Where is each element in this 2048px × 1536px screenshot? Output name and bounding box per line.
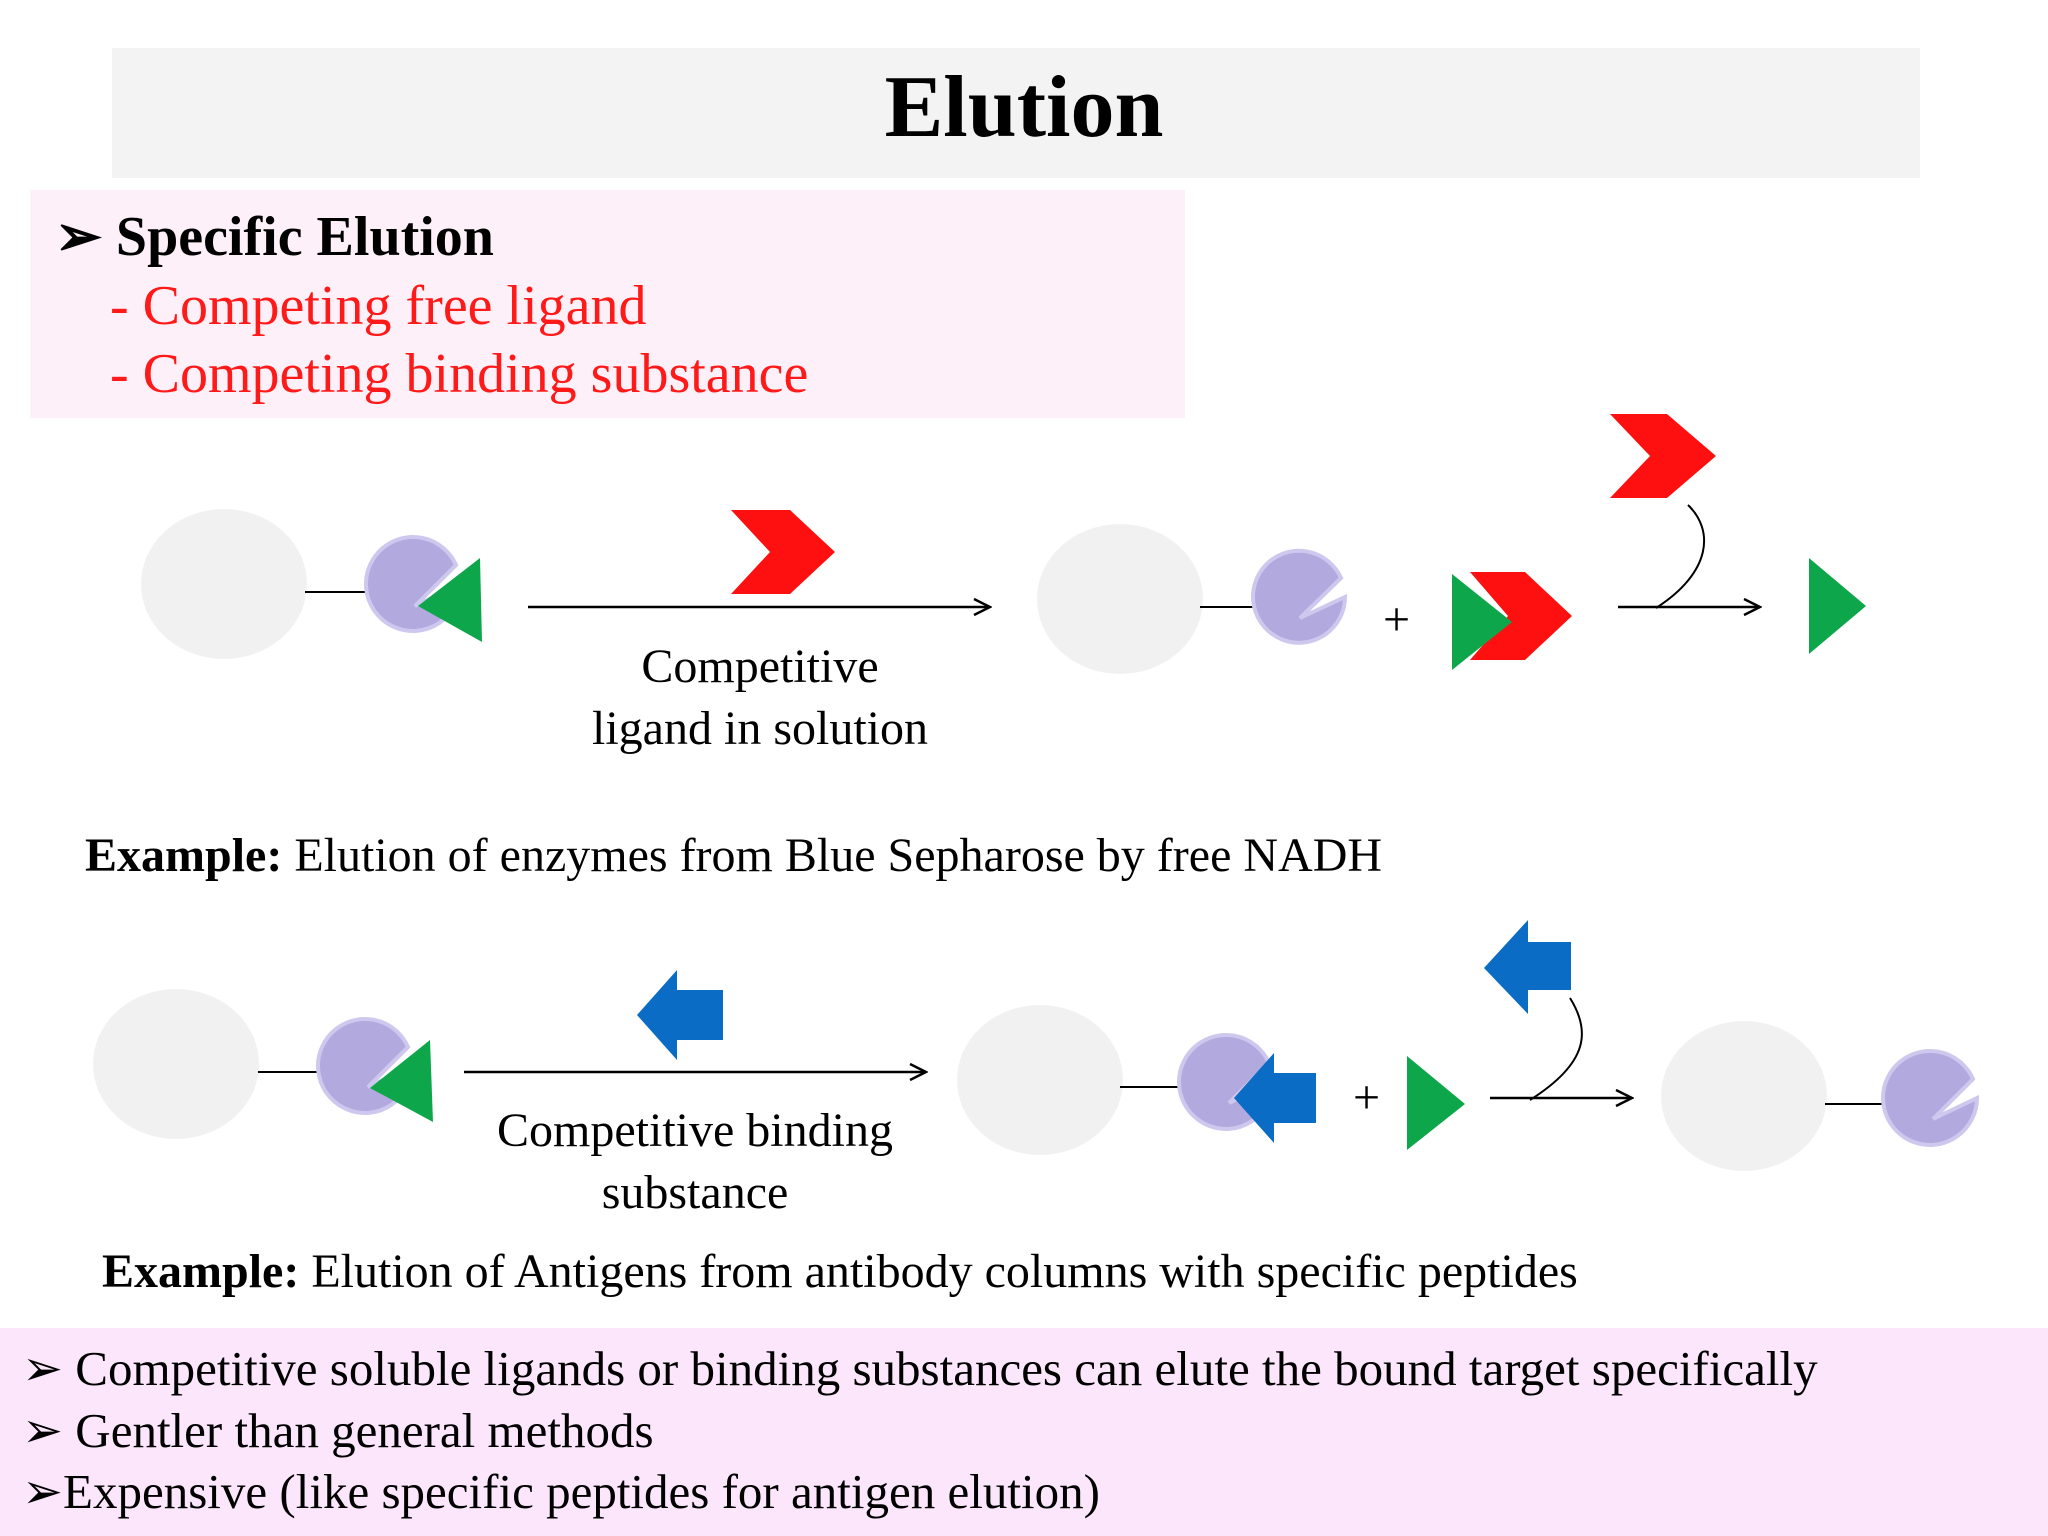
diagram1-caption: Competitive ligand in solution bbox=[520, 636, 1000, 760]
specific-elution-heading: ➢ Specific Elution bbox=[55, 204, 494, 269]
caption-line: Competitive bbox=[641, 640, 879, 693]
enzyme-pacman bbox=[1251, 548, 1348, 645]
example-text: Elution of Antigens from antibody column… bbox=[299, 1245, 1578, 1298]
bead bbox=[1661, 1021, 1827, 1171]
green-ligand-triangle bbox=[1809, 558, 1866, 654]
blue-competitor-arrow bbox=[637, 970, 723, 1060]
green-ligand-triangle bbox=[1407, 1056, 1465, 1150]
summary-bullet: ➢Expensive (like specific peptides for a… bbox=[22, 1464, 1100, 1519]
example-label: Example: bbox=[85, 829, 283, 882]
red-competitor-chevron bbox=[1470, 572, 1572, 660]
summary-bullet: ➢ Competitive soluble ligands or binding… bbox=[22, 1341, 1818, 1396]
green-ligand-triangle bbox=[370, 1040, 433, 1122]
red-competitor-chevron bbox=[731, 510, 835, 594]
title-bar bbox=[112, 48, 1920, 178]
example-2: Example: Elution of Antigens from antibo… bbox=[102, 1244, 1578, 1299]
plus-sign: + bbox=[1383, 593, 1411, 646]
specific-elution-box bbox=[30, 190, 1185, 418]
caption-line: substance bbox=[601, 1166, 789, 1219]
page-title: Elution bbox=[884, 59, 1164, 156]
green-ligand-triangle bbox=[1452, 574, 1512, 670]
diagram1 bbox=[141, 414, 1866, 674]
example-label: Example: bbox=[102, 1245, 300, 1298]
bead bbox=[957, 1005, 1123, 1155]
bead bbox=[141, 509, 307, 659]
diagram2-caption: Competitive binding substance bbox=[460, 1100, 930, 1224]
specific-elution-label: Specific Elution bbox=[115, 206, 494, 268]
summary-bullet: ➢ Gentler than general methods bbox=[22, 1403, 654, 1458]
red-competitor-chevron bbox=[1610, 414, 1716, 498]
blue-competitor-arrow bbox=[1484, 920, 1571, 1014]
example-1: Example: Elution of enzymes from Blue Se… bbox=[85, 828, 1382, 883]
release-curve bbox=[1655, 504, 1706, 609]
caption-line: Competitive binding bbox=[497, 1104, 893, 1157]
specific-item-free-ligand: - Competing free ligand bbox=[110, 275, 647, 337]
bead bbox=[1037, 524, 1203, 674]
plus-sign: + bbox=[1353, 1071, 1381, 1124]
green-ligand-triangle bbox=[418, 558, 482, 642]
blue-competitor-arrow bbox=[1234, 1053, 1316, 1143]
example-text: Elution of enzymes from Blue Sepharose b… bbox=[282, 829, 1383, 882]
specific-item-binding-substance: - Competing binding substance bbox=[110, 343, 809, 405]
diagram2 bbox=[93, 920, 1980, 1171]
enzyme-pacman bbox=[1881, 1049, 1980, 1147]
arrow-bullet-icon: ➢ bbox=[55, 206, 102, 268]
summary-box bbox=[0, 1328, 2048, 1536]
release-curve bbox=[1529, 997, 1583, 1101]
caption-line: ligand in solution bbox=[592, 702, 928, 755]
bead bbox=[93, 989, 259, 1139]
